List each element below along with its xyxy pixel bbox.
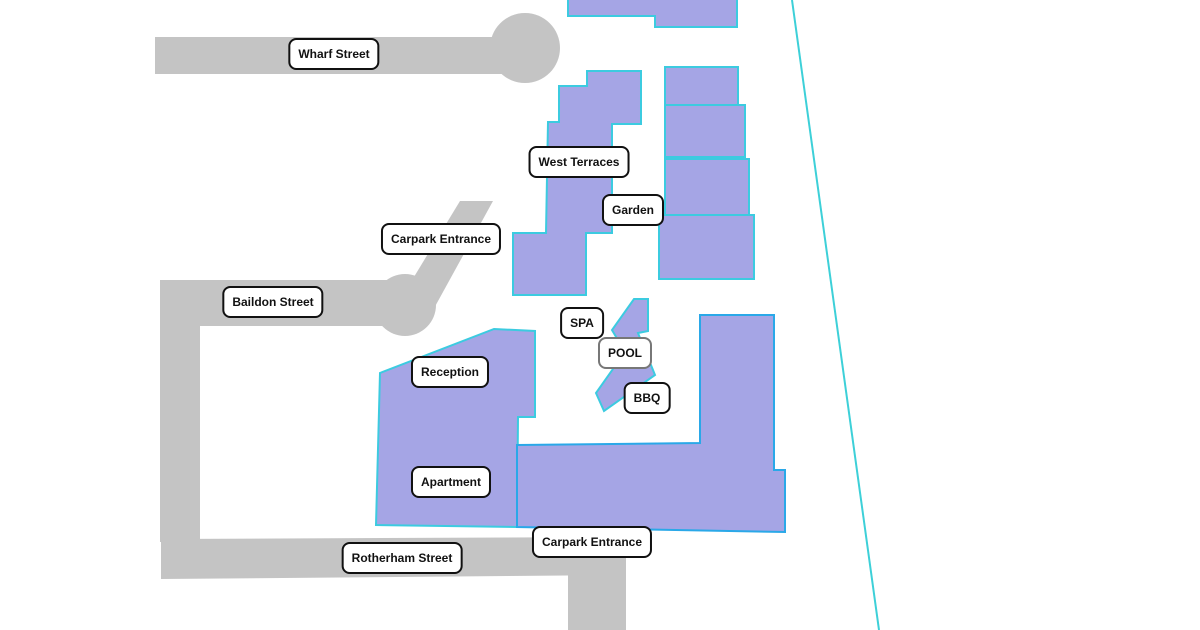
rotherham-street-label[interactable]: Rotherham Street bbox=[341, 542, 463, 574]
carpark-entrance-south-label[interactable]: Carpark Entrance bbox=[531, 526, 653, 558]
carpark-entrance-north-label[interactable]: Carpark Entrance bbox=[380, 223, 502, 255]
reception-label[interactable]: Reception bbox=[410, 356, 490, 388]
baildon-street-turnaround bbox=[374, 274, 436, 336]
spa-label[interactable]: SPA bbox=[560, 307, 604, 339]
garden-label[interactable]: Garden bbox=[601, 194, 665, 226]
bbq-label[interactable]: BBQ bbox=[623, 382, 671, 414]
pool-label[interactable]: POOL bbox=[597, 337, 653, 369]
terrace-block-3[interactable] bbox=[664, 158, 750, 216]
south-access-road bbox=[568, 560, 626, 630]
apartment-label[interactable]: Apartment bbox=[410, 466, 492, 498]
buildings bbox=[374, 0, 786, 534]
connector-road bbox=[160, 280, 200, 542]
site-boundary-line bbox=[791, 0, 880, 630]
terrace-block-2[interactable] bbox=[664, 104, 746, 158]
terrace-block-4[interactable] bbox=[658, 214, 755, 280]
north-building[interactable] bbox=[567, 0, 738, 28]
terrace-block-1[interactable] bbox=[664, 66, 739, 106]
west-terraces-building[interactable] bbox=[512, 70, 642, 296]
wharf-street-label[interactable]: Wharf Street bbox=[288, 38, 380, 70]
baildon-street-label[interactable]: Baildon Street bbox=[222, 286, 324, 318]
west-terraces-label[interactable]: West Terraces bbox=[528, 146, 630, 178]
wharf-street-turnaround bbox=[490, 13, 560, 83]
